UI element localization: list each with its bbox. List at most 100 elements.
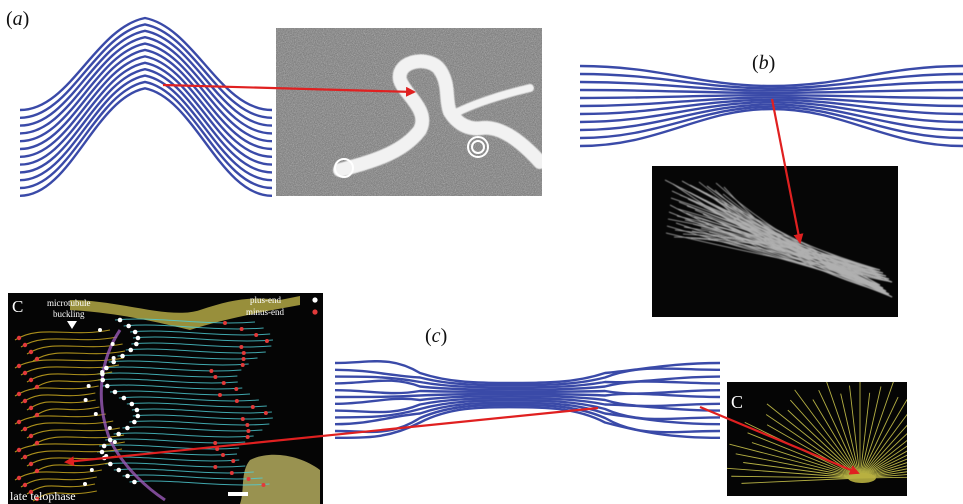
minus-end-dot [229, 471, 234, 475]
minus-end-dot [215, 447, 220, 451]
fiber-strand [579, 93, 963, 100]
minus-end-dot [22, 342, 28, 348]
microtubule [113, 468, 254, 474]
fan-fiber [741, 477, 861, 484]
arrow-b [770, 98, 804, 244]
stress-fiber [668, 211, 887, 277]
arrow-c-right [699, 405, 860, 475]
plus-end-dot [107, 437, 113, 443]
microtubule [123, 324, 264, 330]
microtubule [97, 372, 238, 378]
fan-fiber [787, 409, 861, 479]
fiber-strand [19, 16, 273, 112]
plus-end-dot [116, 467, 122, 473]
buckled-microtubule [32, 350, 126, 362]
plus-end-dot [135, 335, 141, 341]
minus-end-dot [240, 363, 245, 367]
fan-fiber [859, 471, 907, 479]
fan-fiber [735, 453, 861, 479]
minus-end-dot [239, 345, 244, 349]
stress-fiber [703, 206, 887, 292]
fiber-strand [579, 72, 963, 90]
minus-end-dot [28, 433, 34, 439]
fan-fiber [859, 382, 894, 479]
fan-fiber [859, 424, 907, 479]
fan-fiber [859, 433, 907, 479]
stage-label: late telophase [10, 489, 76, 503]
fan-fiber [859, 474, 907, 479]
fan-fiber [859, 413, 907, 479]
minus-end-dot [231, 459, 236, 463]
buckled-microtubule [26, 399, 96, 411]
micrograph-c-letter: C [12, 297, 23, 316]
fan-fiber [729, 443, 861, 479]
fan-fiber [859, 396, 899, 479]
micrograph-buckled-filament [276, 28, 542, 196]
minus-end-dot-icon [312, 309, 318, 315]
plus-end-dot [117, 317, 123, 323]
micrograph-fiber-fan [727, 382, 907, 496]
fan-fiber [859, 439, 907, 479]
plus-end-dot [98, 328, 102, 332]
plus-end-dot-icon [312, 297, 318, 303]
plus-end-dot [107, 426, 112, 430]
minus-end-dot [234, 399, 239, 403]
micrograph-cell-stress-fibers [652, 166, 898, 317]
minus-end-dot [221, 381, 226, 385]
minus-end-dot [261, 483, 266, 487]
buckled-microtubule [14, 357, 124, 369]
minus-end-dot [28, 349, 34, 355]
plus-end-dot [93, 412, 98, 416]
buckled-microtubule [14, 329, 111, 341]
minus-end-dot [221, 453, 226, 457]
stress-fiber [710, 217, 890, 295]
minus-end-dot [28, 377, 34, 383]
fiber-strand [334, 392, 721, 399]
plus-end-dot [86, 384, 91, 388]
minus-end-dot [240, 417, 245, 421]
plus-end-dot [128, 347, 134, 353]
microtubule [105, 438, 246, 444]
stress-fiber [672, 183, 893, 283]
fiber-strand [579, 107, 963, 148]
minus-end-dot [223, 321, 227, 325]
plus-end-dot [134, 341, 139, 347]
fiber-strand [334, 401, 721, 426]
fiber-strand [334, 379, 721, 391]
microtubule [118, 396, 259, 402]
stress-fiber [682, 233, 893, 283]
fiber-strand [334, 367, 721, 387]
plus-end-dot [135, 413, 141, 419]
minus-end-dot [22, 482, 28, 488]
annotation-pointer-icon [67, 321, 77, 329]
stress-fiber [717, 228, 893, 298]
minus-end-dot [213, 375, 218, 379]
fan-fiber [731, 475, 861, 479]
buckled-fiber-bundle [19, 16, 273, 197]
plus-end-dot [125, 425, 130, 431]
annotation-buckling: buckling [53, 309, 85, 319]
microtubule [114, 318, 256, 324]
fan-fiber [859, 454, 907, 479]
microtubule [108, 360, 249, 366]
microtubule [132, 414, 273, 420]
minus-end-dot [28, 405, 34, 411]
buckled-microtubule [32, 406, 100, 418]
plus-end-dot [100, 377, 106, 383]
minus-end-dot [34, 356, 40, 362]
fan-fiber [747, 432, 861, 479]
buckled-microtubule [14, 413, 106, 425]
fan-fiber [859, 392, 871, 479]
plus-end-dot [132, 479, 137, 485]
minus-end-dot [263, 411, 268, 415]
fiber-strand [19, 55, 273, 158]
fan-fiber [859, 468, 907, 479]
fan-fiber [859, 465, 907, 479]
minus-end-dot [34, 468, 40, 474]
buckled-microtubule [14, 469, 102, 481]
microtubule [129, 420, 270, 426]
micrograph-d-letter: C [731, 392, 743, 412]
minus-end-dot [22, 370, 28, 376]
